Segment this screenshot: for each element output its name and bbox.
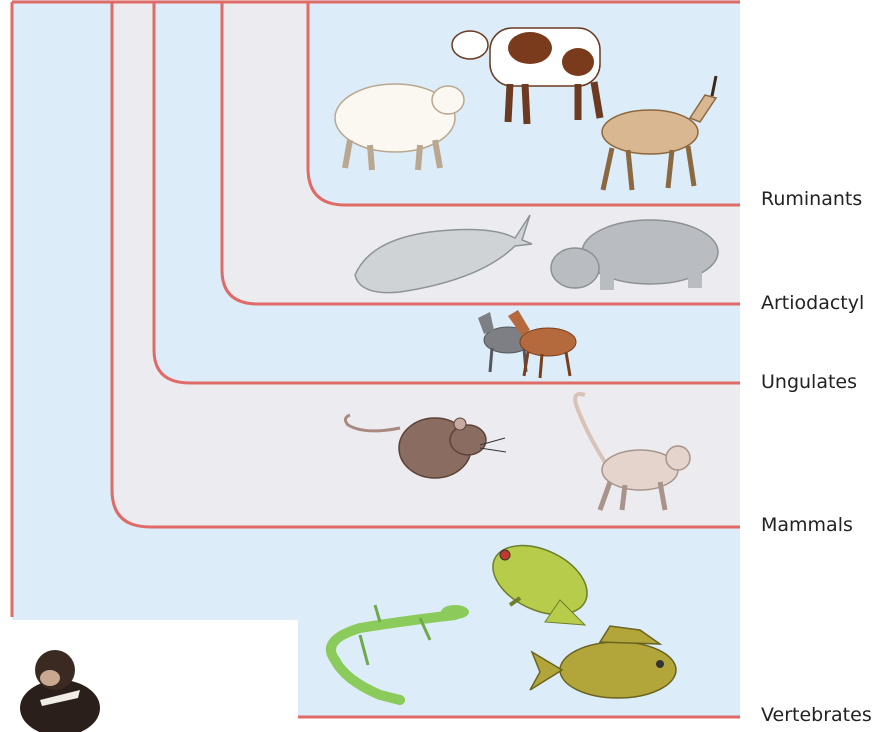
chimpanzee-icon — [20, 650, 100, 732]
label-artiodactyl: Artiodactyl — [761, 292, 864, 314]
label-ruminants: Ruminants — [761, 188, 862, 210]
label-ungulates: Ungulates — [761, 371, 857, 393]
label-mammals: Mammals — [761, 514, 853, 536]
label-vertebrates: Vertebrates — [761, 704, 872, 726]
